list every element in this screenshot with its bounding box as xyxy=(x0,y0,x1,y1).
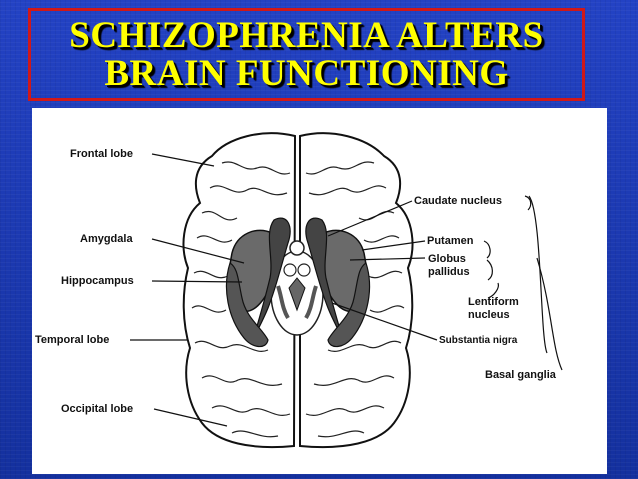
label-basal-ganglia: Basal ganglia xyxy=(485,369,556,381)
brain-illustration xyxy=(130,132,563,449)
optic-chiasm xyxy=(289,240,305,256)
label-pallidus: pallidus xyxy=(428,266,470,278)
slide-title-box: SCHIZOPHRENIA ALTERS BRAIN FUNCTIONING xyxy=(28,8,585,101)
label-globus: Globus xyxy=(428,253,466,265)
label-occipital-lobe: Occipital lobe xyxy=(61,403,134,415)
slide-title-line-2: BRAIN FUNCTIONING xyxy=(104,52,509,94)
label-nucleus: nucleus xyxy=(468,309,510,321)
label-temporal-lobe: Temporal lobe xyxy=(35,334,110,346)
leader-lines xyxy=(130,153,563,427)
label-amygdala: Amygdala xyxy=(80,233,133,245)
label-hippocampus: Hippocampus xyxy=(61,275,134,287)
label-substantia-nigra: Substantia nigra xyxy=(439,335,518,346)
slide-title-line-1: SCHIZOPHRENIA ALTERS xyxy=(69,14,544,56)
right-hippocampus xyxy=(327,262,371,348)
label-putamen: Putamen xyxy=(427,235,474,247)
left-hippocampus xyxy=(225,262,269,348)
brain-diagram-panel: Frontal lobe Amygdala Hippocampus Tempor… xyxy=(32,108,607,474)
label-lentiform: Lentiform xyxy=(468,296,519,308)
label-caudate-nucleus: Caudate nucleus xyxy=(414,195,503,207)
gyri-lines xyxy=(191,161,405,438)
label-frontal-lobe: Frontal lobe xyxy=(70,148,133,160)
